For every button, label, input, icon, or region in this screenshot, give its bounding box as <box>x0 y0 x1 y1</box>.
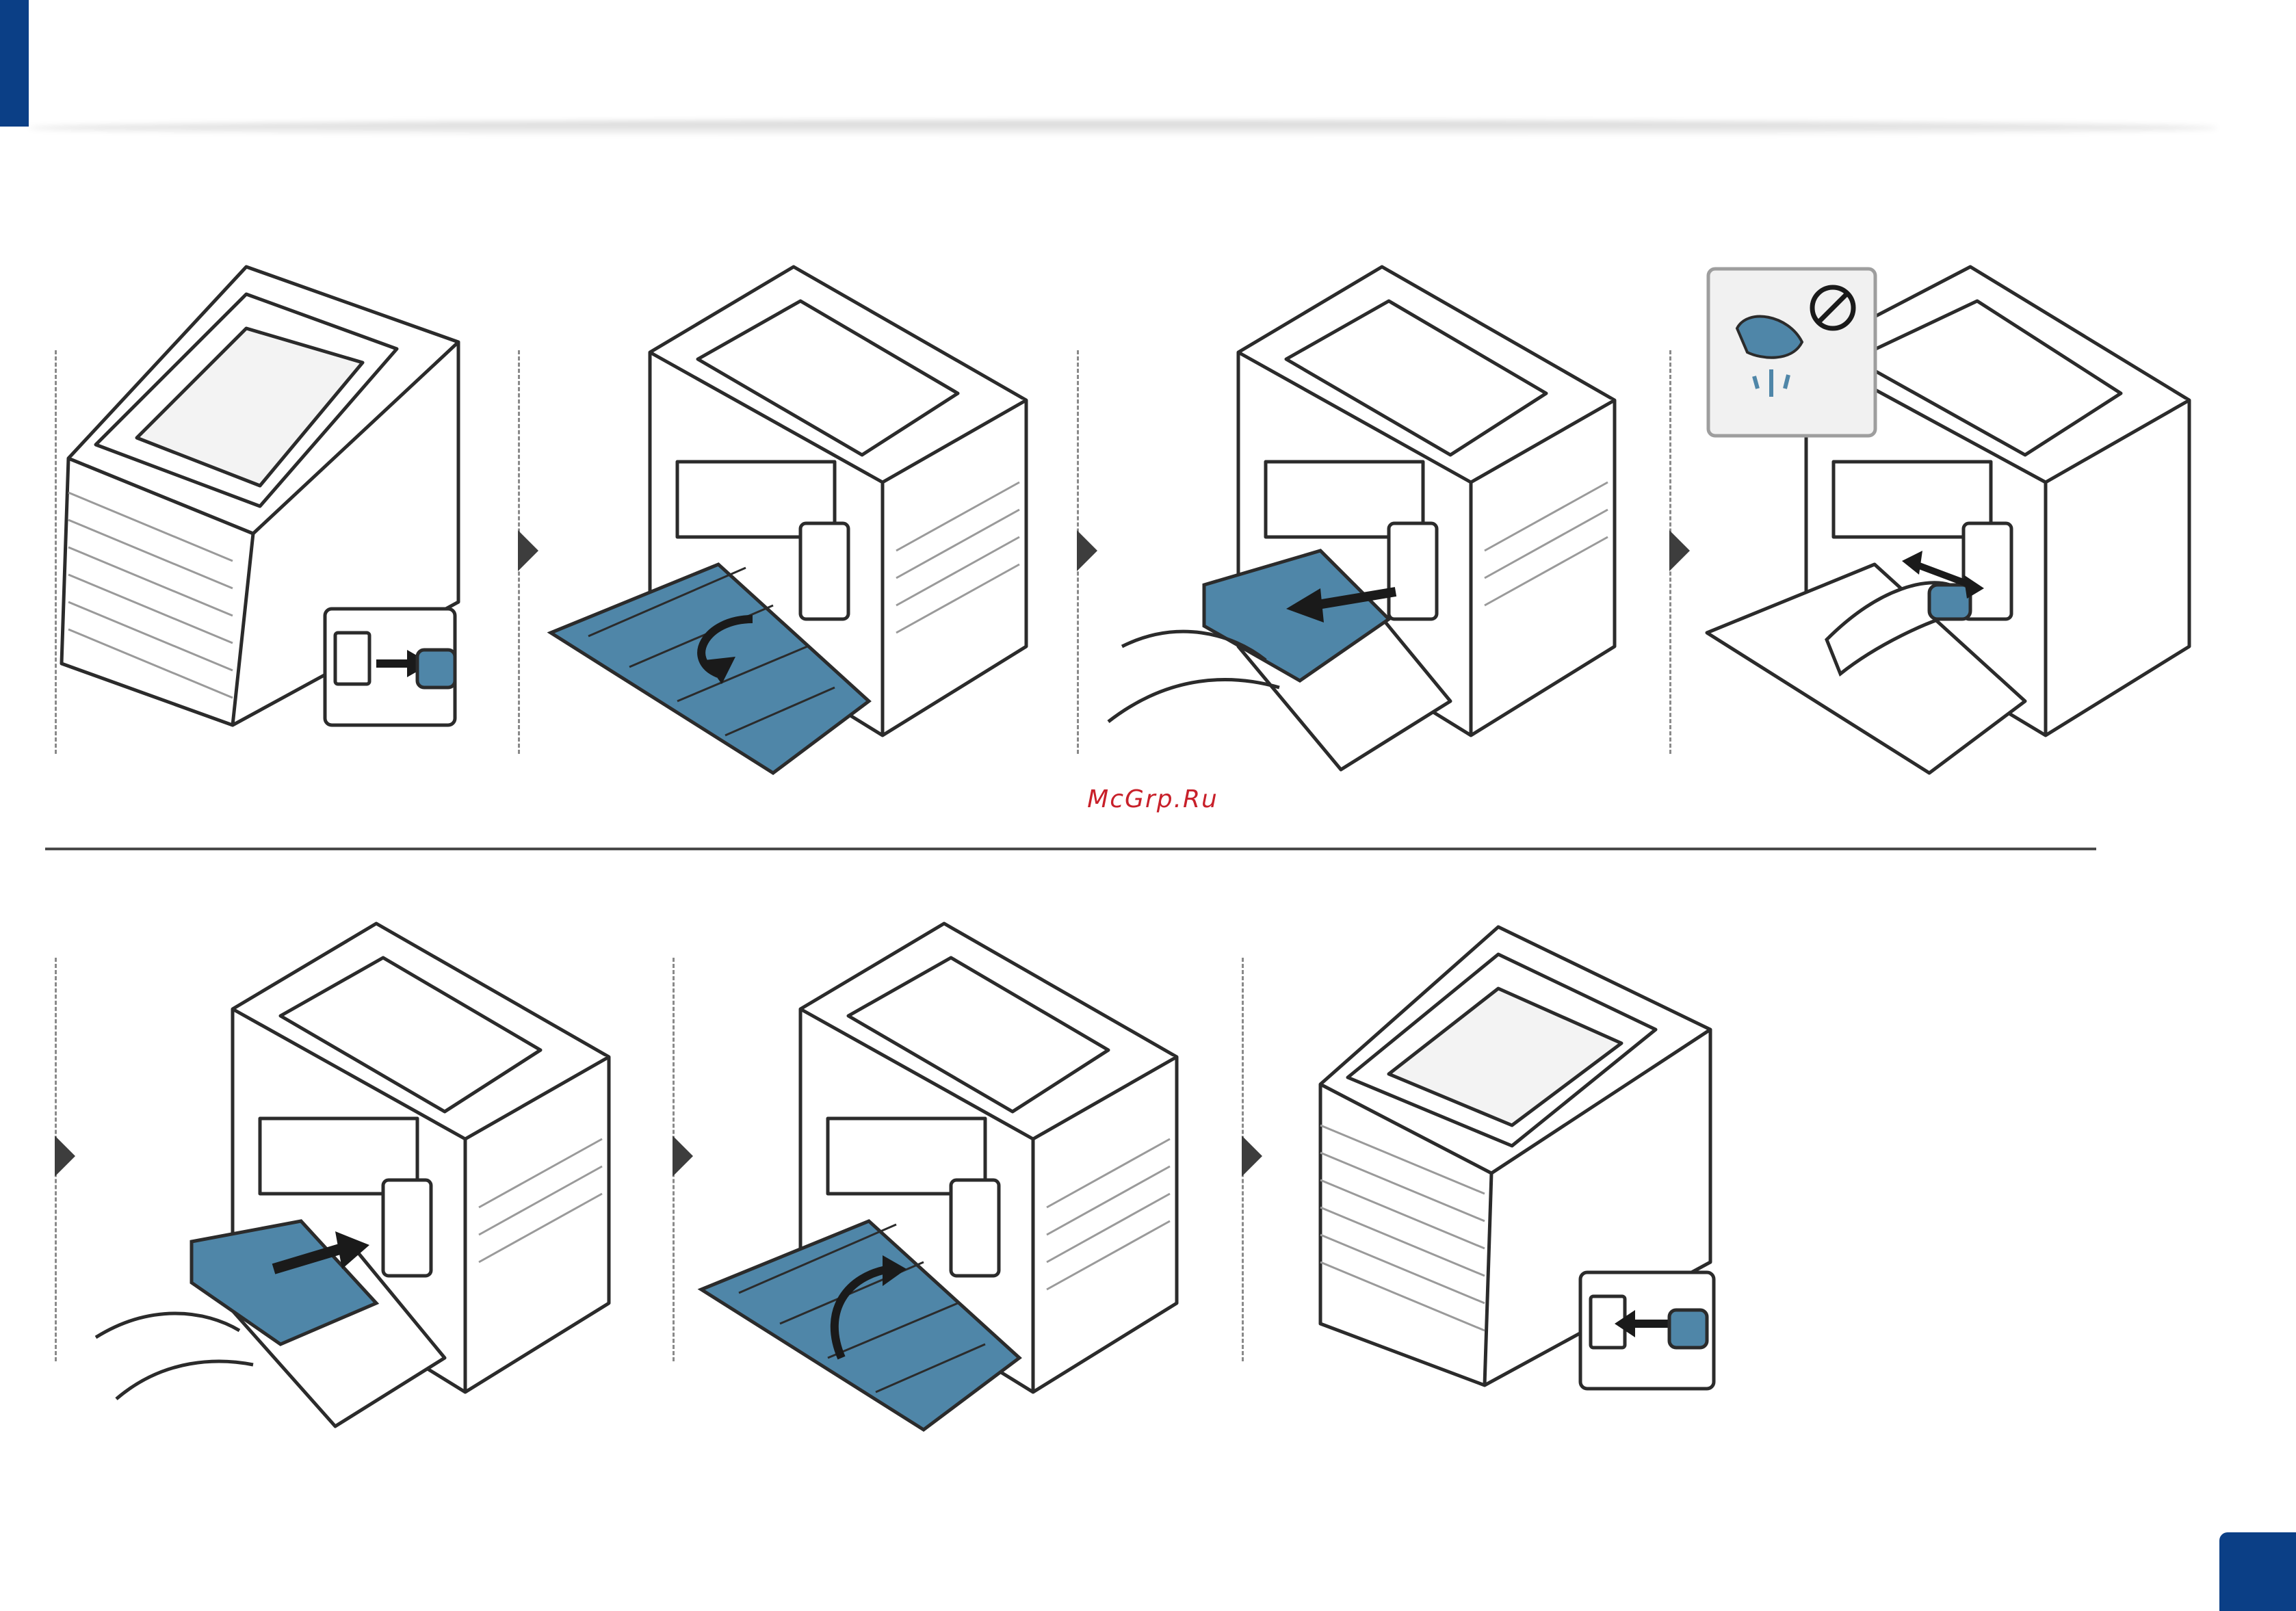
next-step-arrow <box>1669 530 1690 571</box>
step-3-illustration <box>1095 263 1615 783</box>
step-6-illustration <box>698 920 1190 1440</box>
next-step-arrow <box>518 530 538 571</box>
step-7-illustration <box>1314 920 1724 1399</box>
section-divider <box>45 848 2096 850</box>
next-step-arrow <box>55 1136 75 1177</box>
watermark-text: McGrp.Ru <box>1026 785 1279 813</box>
page-number-badge <box>2219 1532 2296 1611</box>
step-5-illustration <box>89 920 623 1440</box>
header-corner-tab <box>0 0 29 127</box>
next-step-arrow <box>1242 1136 1262 1177</box>
next-step-arrow <box>673 1136 693 1177</box>
header-divider <box>29 120 2218 135</box>
step-1-illustration <box>55 260 465 739</box>
no-wet-cloth-icon <box>1706 267 1877 438</box>
step-2-illustration <box>547 263 1040 783</box>
